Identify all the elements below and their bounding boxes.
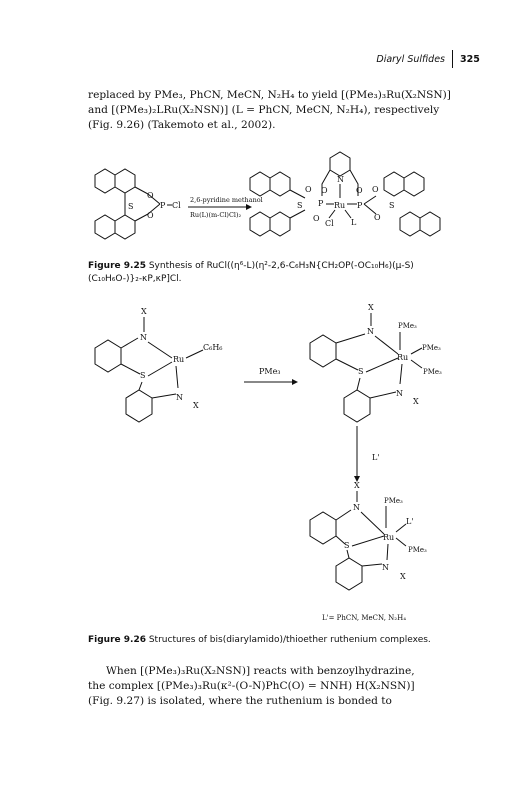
atom-O: O — [147, 191, 154, 200]
text-line: and [(PMe₃)₂LRu(X₂NSN)] (L = PhCN, MeCN,… — [88, 104, 440, 116]
atom-N: N — [353, 503, 360, 512]
substituent-X: X — [354, 481, 360, 490]
atom-S: S — [344, 541, 349, 550]
atom-N: N — [367, 327, 374, 336]
text-line: the complex [(PMe₃)₃Ru(κ²-(O-N)PhC(O) = … — [88, 680, 415, 692]
page-number: 325 — [460, 54, 480, 65]
reagent-PMe3: PMe₃ — [259, 367, 281, 376]
atom-S: S — [128, 202, 133, 211]
benzene-ring — [309, 511, 337, 545]
atom-Ru: Ru — [334, 201, 345, 210]
figure-label: Figure 9.26 — [88, 635, 146, 645]
arrow-head — [246, 204, 252, 210]
naphthalene-ring — [249, 171, 291, 237]
atom-N: N — [337, 175, 344, 184]
arrow-head — [292, 379, 298, 385]
paragraph-body: When [(PMe₃)₃Ru(X₂NSN)] reacts with benz… — [88, 664, 454, 709]
substituent-X: X — [193, 401, 199, 410]
caption-text: Structures of bis(diarylamido)/thioether… — [148, 635, 431, 645]
atom-O: O — [147, 211, 154, 220]
benzene-ring — [309, 334, 337, 368]
figure-9-25-caption: Figure 9.25 Synthesis of RuCl((η⁶-L)(η²-… — [88, 260, 454, 285]
running-title: Diaryl Sulfides — [376, 54, 445, 65]
naphthalene-ring — [94, 214, 136, 240]
atom-O: O — [321, 186, 328, 195]
ligand-PMe3: PMe₃ — [384, 497, 403, 505]
substituent-X: X — [141, 307, 147, 316]
atom-S: S — [140, 371, 145, 380]
atom-Cl: Cl — [325, 219, 334, 228]
figure-9-26-caption: Figure 9.26 Structures of bis(diarylamid… — [88, 634, 454, 647]
figure-9-26-scheme: X N S Ru C₆H₆ N X PMe₃ X N PMe₃ S Ru PMe… — [94, 303, 442, 622]
pyridine-ring — [329, 151, 351, 177]
arrow-head — [354, 476, 360, 482]
atom-P: P — [160, 201, 166, 210]
atom-N: N — [176, 393, 183, 402]
atom-N: N — [140, 333, 147, 342]
paragraph-intro: replaced by PMe₃, PhCN, MeCN, N₂H₄ to yi… — [88, 88, 454, 133]
atom-S: S — [389, 201, 394, 210]
benzene-ring — [335, 557, 363, 591]
ligand-PMe3: PMe₃ — [422, 344, 441, 352]
ligand-PMe3: PMe₃ — [423, 368, 442, 376]
benzene-ring — [94, 339, 122, 373]
substituent-X: X — [413, 397, 419, 406]
atom-N: N — [382, 563, 389, 572]
ligand-PMe3: PMe₃ — [398, 322, 417, 330]
substituent-X: X — [400, 572, 406, 581]
atom-Cl: Cl — [172, 201, 181, 210]
ligand-PMe3: PMe₃ — [408, 546, 427, 554]
reagent-below: Ru(L)(m-Cl)Cl)₂ — [190, 211, 242, 219]
atom-P: P — [357, 201, 363, 210]
header-divider — [452, 50, 453, 68]
naphthalene-ring — [94, 168, 136, 194]
reagent-above: 2,6-pyridine methanol — [190, 196, 263, 204]
atom-O: O — [372, 185, 379, 194]
naphthalene-ring — [383, 171, 441, 237]
reagent-L-prime: L' — [372, 453, 380, 462]
atom-O: O — [305, 185, 312, 194]
substituent-X: X — [368, 303, 374, 312]
atom-S: S — [297, 201, 302, 210]
running-header: Diaryl Sulfides 325 — [0, 50, 531, 70]
benzene-ring — [343, 389, 371, 423]
figure-9-25-scheme: S O O P Cl 2,6-pyridine methanol Ru(L)(m… — [94, 151, 441, 240]
ligand-definition: L'= PhCN, MeCN, N₂H₄ — [322, 614, 406, 622]
atom-O: O — [313, 214, 320, 223]
atom-L: L — [351, 218, 357, 227]
atom-S: S — [358, 367, 363, 376]
atom-Ru: Ru — [383, 533, 394, 542]
atom-P: P — [318, 199, 324, 208]
text-line: replaced by PMe₃, PhCN, MeCN, N₂H₄ to yi… — [88, 89, 451, 101]
atom-Ru: Ru — [173, 355, 184, 364]
atom-Ru: Ru — [397, 353, 408, 362]
ligand-C6H6: C₆H₆ — [203, 343, 223, 352]
caption-text: Synthesis of RuCl((η⁶-L)(η²-2,6-C₆H₃N{CH… — [148, 261, 414, 271]
text-line: (Fig. 9.27) is isolated, where the ruthe… — [88, 695, 392, 707]
text-line: When [(PMe₃)₃Ru(X₂NSN)] reacts with benz… — [106, 665, 415, 677]
caption-text: (C₁₀H₆O-)}₂-κP,κP]Cl. — [88, 273, 182, 284]
figure-label: Figure 9.25 — [88, 261, 146, 271]
atom-N: N — [396, 389, 403, 398]
text-line: (Fig. 9.26) (Takemoto et al., 2002). — [88, 119, 276, 131]
benzene-ring — [125, 389, 153, 423]
atom-O: O — [356, 186, 363, 195]
ligand-L-prime: L' — [406, 517, 414, 526]
atom-O: O — [374, 213, 381, 222]
